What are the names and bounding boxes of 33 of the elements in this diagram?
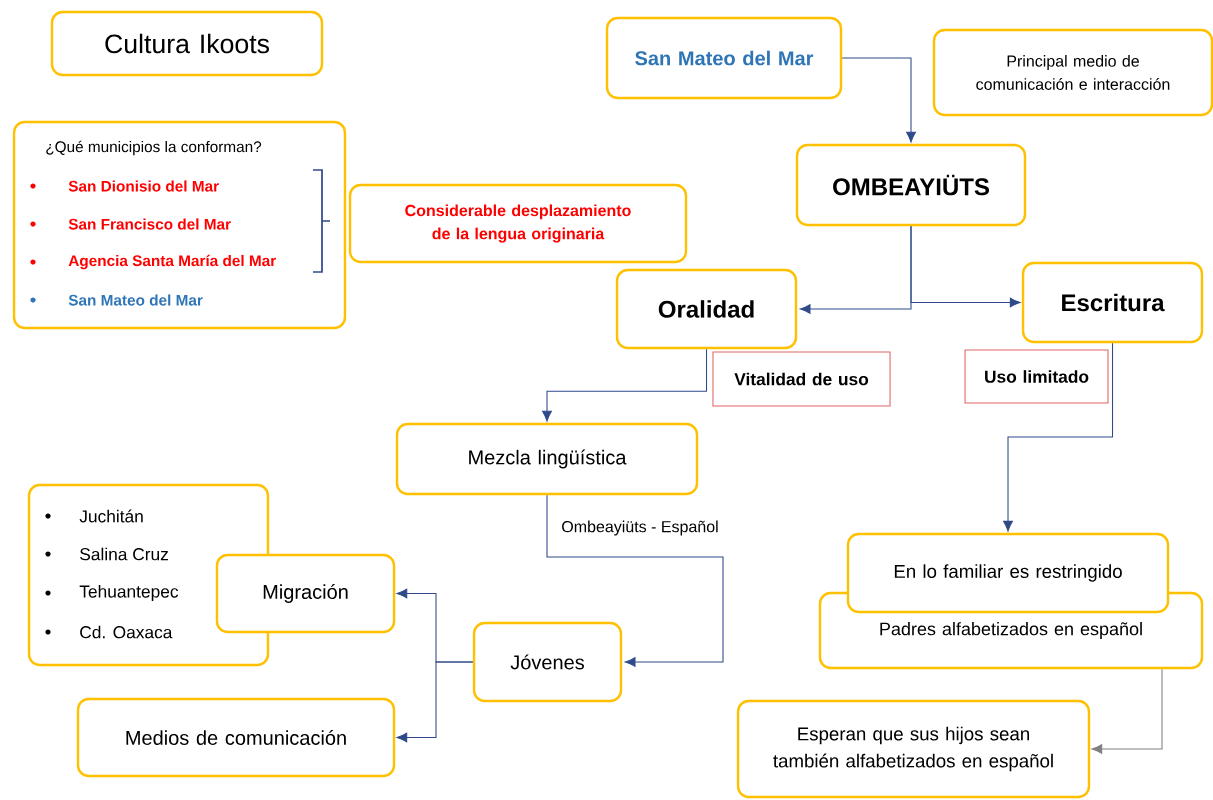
process-box: Medios de comunicación (76, 697, 396, 778)
list-item: San Dionisio del Mar (68, 180, 219, 192)
list-item: Cd. Oaxaca (80, 625, 173, 639)
list-item: San Francisco del Mar (68, 218, 231, 230)
process-box: San Mateo del Mar (605, 16, 843, 100)
arrow (542, 348, 708, 422)
edge-label: Ombeayiüts - Español (558, 517, 722, 539)
process-box: En lo familiar es restringido (846, 532, 1170, 614)
tag-box: Vitalidad de uso (712, 351, 891, 407)
list-item: Tehuantepec (79, 584, 179, 602)
process-box: Escritura (1021, 261, 1204, 344)
note-box: Considerable desplazamiento de la lengua originaria (348, 183, 688, 264)
list-heading: ¿Qué municipios la conforman? (46, 140, 262, 156)
process-box: OMBEAYIÜTS (795, 143, 1027, 227)
process-box: Oralidad (615, 268, 798, 350)
list-item: San Mateo del Mar (68, 294, 203, 306)
arrow (1003, 342, 1114, 532)
list-item: Agencia Santa María del Mar (68, 254, 276, 270)
tag-box: Uso limitado (964, 349, 1109, 404)
arrow (910, 225, 1021, 308)
process-box: Mezcla lingüística (395, 422, 699, 496)
list-item: Salina Cruz (80, 547, 168, 561)
arrow (396, 661, 474, 743)
process-box: Jóvenes (472, 621, 623, 703)
list-box (12, 120, 347, 330)
process-box: Migración (215, 553, 396, 634)
list-item: Juchitán (79, 509, 143, 523)
arrow (841, 57, 916, 143)
title-box: Cultura Ikoots (50, 10, 324, 77)
process-box: Esperan que sus hijos sean también alfabetizados en español (736, 699, 1091, 799)
arrow (1091, 668, 1163, 754)
arrow (546, 494, 724, 667)
note-box: Principal medio de comunicación e interacción (932, 28, 1213, 117)
